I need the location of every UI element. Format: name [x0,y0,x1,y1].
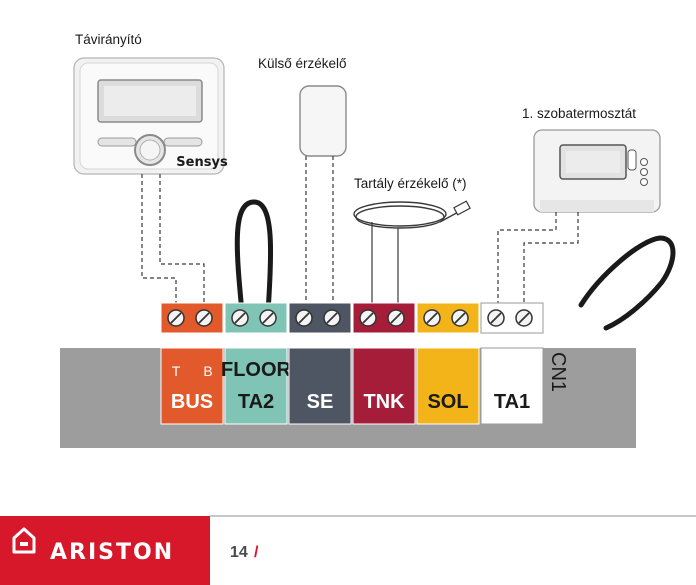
terminal-sol: SOL [416,302,480,425]
terminal-sub-left: T [172,363,181,379]
connector-label: CN1 [547,352,569,392]
outdoor-sensor [299,85,347,157]
terminal-label: SE [307,391,334,413]
screw-icon [515,309,533,327]
screw-icon [231,309,249,327]
terminal-label: SOL [427,391,468,413]
remote-control: Sensys [73,57,228,175]
screw-icon [259,309,277,327]
terminal-se: SE [288,302,352,425]
terminal-sub-right: B [203,363,212,379]
bridge-wire [234,199,274,315]
page-separator: / [254,544,259,561]
terminal-bus: BUS T B [160,302,224,425]
tank-sensor [353,200,471,229]
screw-icon [323,309,341,327]
terminal-label: BUS [171,391,213,413]
screw-icon [295,309,313,327]
screw-icon [387,309,405,327]
terminal-label: TNK [363,391,405,413]
remote-brand: Sensys [176,155,228,170]
remote-label: Távirányító [75,32,142,47]
room-thermostat [533,129,661,213]
screw-icon [451,309,469,327]
outdoor-sensor-wires [305,156,334,305]
terminal-tnk: TNK [352,302,416,425]
screw-icon [359,309,377,327]
tank-sensor-wires [371,222,399,305]
screw-icon [195,309,213,327]
terminal-floor-ta2: TA2 FLOOR [221,302,292,425]
terminal-ta1: TA1 [480,302,544,425]
thermostat-wires [497,212,579,305]
page-number: 14 [230,544,248,561]
room-thermostat-label: 1. szobatermosztát [522,106,636,121]
tank-sensor-label: Tartály érzékelő (*) [354,176,467,191]
screw-icon [167,309,185,327]
brand-name: ARISTON [50,540,174,565]
loose-wire [578,235,676,331]
screw-icon [423,309,441,327]
terminal-label: TA2 [238,391,274,413]
terminal-strip: BUS T B TA2 FLOOR SE TNK SOL TA1 [160,302,544,425]
terminal-label: TA1 [494,391,530,413]
ariston-logo-icon [12,527,36,554]
remote-wires [141,174,205,305]
outdoor-sensor-label: Külső érzékelő [258,56,347,71]
screw-icon [487,309,505,327]
terminal-label-top: FLOOR [221,359,292,381]
